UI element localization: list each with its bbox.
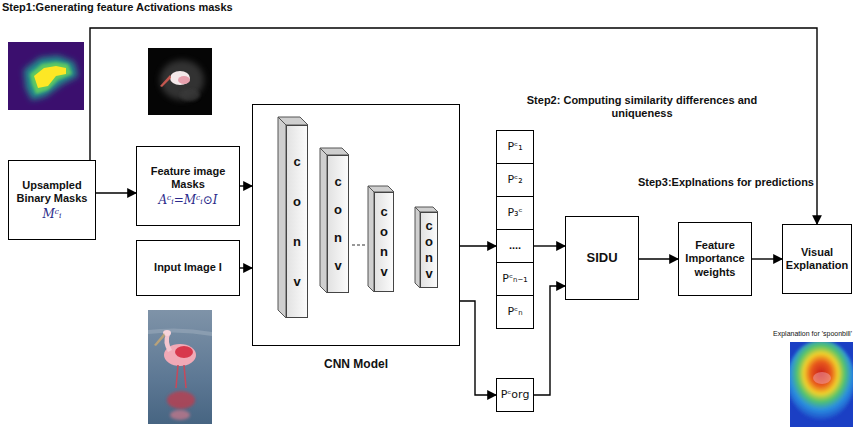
explanation-heatmap bbox=[790, 342, 853, 427]
step-label: Step3:Explnations for predictions bbox=[612, 176, 816, 189]
node-text: Pᶜₙ₋₁ bbox=[502, 272, 527, 285]
node-text: Upsampled Binary Masks bbox=[12, 179, 92, 205]
process-box: SIDU bbox=[565, 216, 639, 300]
prediction-box: P₃ᶜ bbox=[496, 196, 534, 230]
step-label: Step2: Computing similarity differences … bbox=[497, 94, 787, 120]
arrow-connector bbox=[752, 258, 782, 259]
arrow-connector bbox=[96, 192, 136, 193]
layer-ellipsis-line bbox=[352, 244, 366, 245]
arrow-connector bbox=[90, 28, 817, 224]
mask-heatmap bbox=[8, 42, 84, 110]
prediction-box: .... bbox=[496, 229, 534, 263]
arrow-connector bbox=[460, 245, 496, 246]
node-text: Aᶜᵢ=Mᶜᵢ⊙I bbox=[158, 193, 217, 207]
conv-layer: conv bbox=[327, 155, 349, 293]
process-box: Feature image MasksAᶜᵢ=Mᶜᵢ⊙I bbox=[136, 146, 240, 226]
arrow-connector bbox=[534, 286, 565, 395]
node-text: conv bbox=[332, 168, 345, 280]
node-text: Pᶜ₁ bbox=[507, 140, 522, 153]
prediction-box: Pᶜorg bbox=[496, 378, 534, 412]
process-box: Feature Importance weights bbox=[678, 222, 752, 296]
step-label: Step1:Generating feature Activations mas… bbox=[2, 1, 302, 14]
conv-layer-faces bbox=[278, 117, 438, 318]
conv-layer: conv bbox=[286, 125, 308, 318]
feature-image-mask bbox=[148, 48, 212, 115]
output-box: Visual Explanation bbox=[782, 224, 852, 294]
node-text: conv bbox=[291, 142, 304, 302]
node-text: Pᶜorg bbox=[501, 388, 530, 401]
input-box: Input Image I bbox=[136, 240, 240, 296]
model-box: CNN Modelconvconvconvconv bbox=[252, 104, 460, 346]
arrow-connector bbox=[534, 245, 565, 246]
arrow-connector bbox=[240, 267, 252, 268]
process-box: Upsampled Binary MasksMᶜᵢ bbox=[8, 160, 96, 240]
node-text: Feature Importance weights bbox=[682, 239, 748, 279]
prediction-box: Pᶜₙ bbox=[496, 295, 534, 329]
node-text: Visual Explanation bbox=[786, 246, 848, 272]
arrow-connector bbox=[460, 301, 496, 395]
prediction-box: Pᶜ₁ bbox=[496, 130, 534, 164]
node-text: P₃ᶜ bbox=[507, 206, 522, 219]
node-text: Feature image Masks bbox=[140, 165, 236, 191]
node-text: conv bbox=[423, 218, 436, 282]
prediction-box: Pᶜₙ₋₁ bbox=[496, 262, 534, 296]
node-text: .... bbox=[509, 239, 521, 252]
image-caption: Explanation for 'spoonbill' bbox=[750, 330, 852, 338]
prediction-box: Pᶜ₂ bbox=[496, 163, 534, 197]
node-text: conv bbox=[378, 202, 391, 282]
arrow-connector bbox=[240, 185, 252, 186]
input-photo bbox=[148, 310, 212, 424]
node-text: Input Image I bbox=[154, 261, 222, 274]
node-text: Pᶜ₂ bbox=[507, 173, 522, 186]
node-text: Pᶜₙ bbox=[507, 305, 522, 318]
node-text: CNN Model bbox=[324, 357, 388, 371]
node-text: SIDU bbox=[586, 250, 617, 266]
arrow-connector bbox=[639, 258, 678, 259]
conv-layer: conv bbox=[374, 192, 394, 292]
conv-layer: conv bbox=[420, 212, 438, 288]
node-text: Mᶜᵢ bbox=[43, 207, 62, 221]
